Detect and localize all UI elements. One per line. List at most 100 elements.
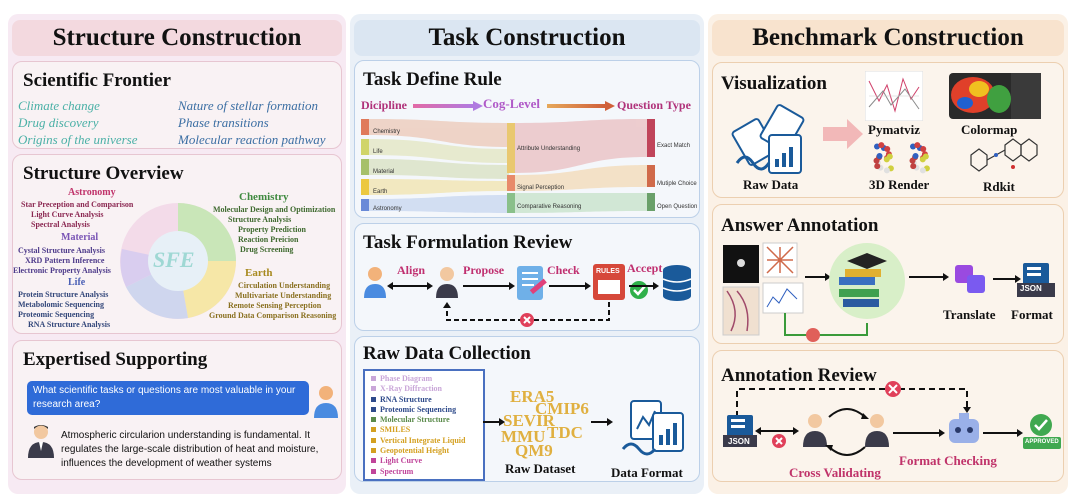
accept-step-label: Accept — [627, 261, 663, 275]
check-step-label: Check — [547, 263, 580, 277]
cross-validating-label: Cross Validating — [789, 465, 881, 480]
expert-avatar-icon — [28, 425, 54, 458]
data-type-label: RNA Structure — [380, 394, 432, 404]
atom-sphere — [920, 145, 927, 152]
format-label: Format — [1011, 307, 1053, 322]
dataset-name: QM9 — [515, 441, 553, 460]
data-type-label: X-Ray Diffraction — [380, 384, 442, 394]
sfe-center-label: SFE — [153, 247, 195, 272]
life-task: Proteomic Sequencing — [18, 310, 95, 319]
pymatviz-label: Pymatviz — [868, 122, 920, 137]
task-define-rule-panel: Task Define Rule Dicipline Cog-Level Que… — [354, 60, 700, 218]
structure-construction-header: Structure Construction — [12, 20, 342, 56]
bullet-square-icon — [371, 396, 376, 402]
data-type-item: SMILES — [371, 425, 465, 435]
cog-level-node: Attribute Understanding — [517, 146, 581, 152]
rules-label: RULES — [596, 268, 620, 275]
data-type-item: X-Ray Diffraction — [371, 384, 465, 394]
bullet-square-icon — [371, 458, 376, 464]
atom-sphere — [873, 157, 880, 164]
annotation-flow-diagram — [722, 242, 1055, 342]
translate-label: Translate — [943, 307, 996, 322]
frontier-item: Drug discovery — [18, 115, 99, 130]
data-type-label: Vertical Integrate Liquid — [380, 435, 466, 445]
review-flow-diagram — [364, 264, 692, 327]
data-type-item: Spectrum — [371, 467, 465, 477]
atom-sphere — [912, 152, 919, 159]
data-type-label: Geopotential Height — [380, 446, 450, 456]
cog-level-stage-label: Cog-Level — [483, 96, 541, 111]
frontier-item: Phase transitions — [178, 115, 269, 130]
chemistry-label: Chemistry — [239, 191, 289, 203]
structure-overview-title: Structure Overview — [23, 163, 184, 184]
frontier-item: Climate change — [18, 98, 100, 113]
dataset-name: ERA5 — [510, 387, 555, 406]
discipline-node: Life — [373, 149, 383, 155]
dataset-name: CMIP6 — [535, 399, 589, 418]
atom-sphere — [914, 142, 921, 149]
arrow-icon — [591, 418, 613, 426]
earth-label: Earth — [245, 267, 273, 279]
frontier-item: Nature of stellar formation — [178, 98, 318, 113]
discipline-node: Chemistry — [373, 129, 401, 135]
discipline-node: Material — [373, 169, 395, 175]
data-type-item: RNA Structure — [371, 395, 465, 405]
arrow-icon — [823, 119, 863, 149]
material-task: XRD Pattern Inference — [25, 256, 105, 265]
user-avatar-icon — [314, 386, 338, 418]
raw-dataset-label: Raw Dataset — [505, 461, 576, 476]
data-type-label: Light Curve — [380, 456, 422, 466]
astronomy-label: Astronomy — [68, 187, 116, 198]
scientific-frontier-panel: Scientific Frontier Climate change Drug … — [12, 61, 342, 149]
discipline-stage-label: Dicipline — [361, 98, 408, 112]
scientific-frontier-title: Scientific Frontier — [23, 70, 171, 91]
astronomy-task: Light Curve Analysis — [31, 210, 104, 219]
expertised-supporting-panel: Expertised Supporting What scientific ta… — [12, 340, 342, 480]
atom-sphere — [883, 167, 890, 174]
life-task: Metabolomic Sequencing — [18, 300, 104, 309]
life-task: Protein Structure Analysis — [18, 290, 109, 299]
chemistry-task: Drug Screening — [240, 245, 294, 254]
earth-task: Multivariate Understanding — [235, 291, 332, 300]
rdkit-molecule-icon — [970, 138, 1038, 172]
stage-arrow — [547, 101, 615, 111]
cog-level-node: Comparative Reasoning — [517, 204, 582, 210]
dataset-name: SEVIR — [503, 411, 555, 430]
chemistry-task: Property Prediction — [238, 225, 306, 234]
task-formulation-review-title: Task Formulation Review — [363, 232, 573, 253]
align-step-label: Align — [397, 263, 426, 277]
raw-data-icon — [731, 104, 805, 174]
visualization-panel: Visualization Raw Data Pymatviz Colormap… — [712, 62, 1064, 198]
expert-answer-text: Atmospheric circularion understanding is… — [61, 430, 319, 469]
life-label: Life — [68, 277, 86, 288]
colormap-image-icon — [949, 73, 1041, 119]
material-task: Electronic Property Analysis — [13, 266, 111, 275]
domain-donut-chart — [120, 203, 236, 319]
data-type-item: Geopotential Height — [371, 446, 465, 456]
propose-step-label: Propose — [463, 263, 505, 277]
astronomy-task: Star Preception and Comparison — [21, 200, 134, 209]
data-type-label: Spectrum — [380, 466, 414, 476]
question-type-stage-label: Question Type — [617, 98, 691, 112]
data-format-label: Data Format — [611, 465, 683, 480]
expertised-supporting-title: Expertised Supporting — [23, 349, 208, 370]
dataset-name: TDC — [547, 423, 583, 442]
annotation-review-title: Annotation Review — [721, 365, 877, 386]
bullet-square-icon — [371, 468, 376, 474]
3d-render-icon — [873, 142, 930, 174]
arrow-icon — [483, 418, 505, 426]
json-label: JSON — [1020, 284, 1042, 293]
review-flow-diagram — [723, 381, 1061, 456]
chemistry-task: Reaction Preicion — [238, 235, 299, 244]
data-type-label: Proteomic Sequencing — [380, 404, 457, 414]
data-format-icon — [621, 400, 684, 456]
question-type-node: Open Question — [657, 204, 698, 210]
answer-annotation-title: Answer Annotation — [721, 215, 879, 236]
atom-sphere — [910, 163, 917, 170]
atom-sphere — [909, 157, 916, 164]
raw-data-collection-title: Raw Data Collection — [363, 343, 531, 364]
dataset-name: MMU — [501, 427, 546, 446]
rdkit-label: Rdkit — [983, 179, 1015, 194]
